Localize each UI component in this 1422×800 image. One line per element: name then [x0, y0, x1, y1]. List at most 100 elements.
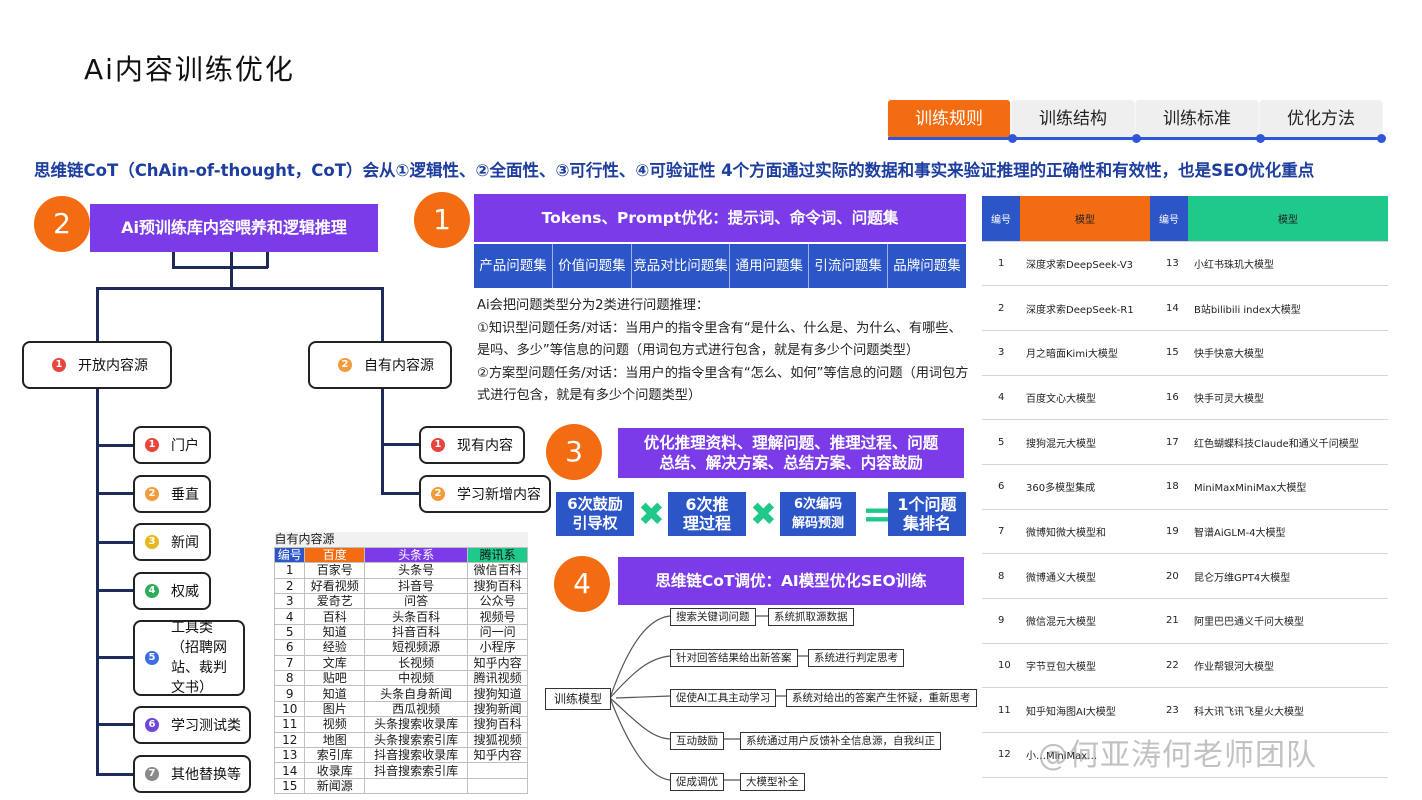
- table-cell: 搜狐视频: [467, 731, 528, 748]
- connector: [172, 266, 268, 269]
- result-fetch-data: 系统抓取源数据: [768, 608, 854, 626]
- banner-line: 总结、解决方案、总结方案、内容鼓励: [659, 454, 923, 472]
- table-cell: 12: [273, 731, 306, 748]
- table-cell: 腾讯视频: [467, 670, 528, 687]
- table-cell: 知乎内容: [467, 654, 528, 672]
- connector: [230, 252, 233, 266]
- branch-active-learning: 促使AI工具主动学习: [670, 689, 777, 707]
- question-set-product: 产品问题集: [474, 244, 553, 288]
- item-label: 学习新增内容: [457, 487, 541, 503]
- item-label: 垂直: [171, 487, 199, 503]
- table-cell: 问一问: [467, 623, 528, 641]
- open-item-vertical: 2 垂直: [133, 475, 211, 513]
- training-model-tree-lines: [609, 615, 808, 781]
- tab-dot: [1132, 134, 1141, 143]
- item-label: 其他替换等: [171, 767, 241, 783]
- tab-training-standard[interactable]: 训练标准: [1136, 100, 1258, 138]
- table-cell: 收录库: [304, 762, 365, 779]
- model-name: 月之暗面Kimi大模型: [1020, 329, 1150, 376]
- table-cell: 头条号: [363, 562, 469, 579]
- model-name: B站bilibili index大模型: [1188, 285, 1388, 331]
- connector: [96, 287, 384, 290]
- formula-line: 6次鼓励: [567, 495, 623, 513]
- connector: [230, 268, 233, 288]
- table-cell: 搜狗新闻: [467, 700, 528, 718]
- section-3-banner: 优化推理资料、理解问题、推理过程、问题 总结、解决方案、总结方案、内容鼓励: [618, 428, 964, 478]
- table-cell: 5: [273, 623, 306, 641]
- model-number: 9: [982, 598, 1020, 644]
- table-cell: 搜狗百科: [467, 577, 528, 595]
- model-name: 作业帮银河大模型: [1188, 642, 1388, 689]
- connector: [96, 388, 99, 776]
- model-number: 8: [982, 553, 1020, 599]
- table-header-cell: 编号: [273, 546, 306, 564]
- table-cell: 13: [273, 746, 306, 764]
- table-cell: 9: [273, 685, 306, 702]
- table-cell: 公众号: [467, 593, 528, 610]
- number-icon: 7: [145, 767, 159, 781]
- number-icon: 2: [145, 487, 159, 501]
- table-cell: 经验: [304, 639, 365, 656]
- header-number: 编号: [982, 196, 1020, 241]
- tab-training-structure[interactable]: 训练结构: [1012, 100, 1134, 138]
- open-item-learning-test: 6 学习测试类: [133, 706, 251, 744]
- question-set-brand: 品牌问题集: [893, 258, 961, 274]
- connector: [96, 723, 134, 726]
- table-cell: 知道: [304, 685, 365, 702]
- page-title: Ai内容训练优化: [84, 53, 295, 86]
- item-label: 学习测试类: [171, 718, 241, 734]
- model-name: 阿里巴巴通义千问大模型: [1188, 598, 1388, 644]
- formula-box-reasoning: 6次推 理过程: [668, 492, 746, 536]
- number-icon: 2: [431, 487, 445, 501]
- table-cell: 视频号: [467, 608, 528, 625]
- tab-optimization-method[interactable]: 优化方法: [1260, 100, 1382, 138]
- model-number: 6: [982, 463, 1020, 510]
- tab-dot: [1256, 134, 1265, 143]
- tab-underline: [888, 134, 1386, 143]
- section-4-badge: 4: [554, 556, 610, 612]
- table-cell: 索引库: [304, 746, 365, 764]
- header-model: 模型: [1188, 196, 1388, 241]
- watermark: @何亚涛何老师团队: [1038, 738, 1317, 773]
- table-cell: 好看视频: [304, 577, 365, 595]
- formula-line: 6次推: [685, 495, 729, 514]
- tab-bar: 训练规则 训练结构 训练标准 优化方法: [888, 100, 1384, 140]
- section-4-banner: 思维链CoT调优：AI模型优化SEO训练: [618, 557, 964, 605]
- section-3-badge: 3: [546, 424, 602, 480]
- formula-box-encourage: 6次鼓励 引导权: [556, 492, 634, 536]
- open-item-portal: 1 门户: [133, 426, 211, 464]
- number-icon: 3: [145, 535, 159, 549]
- section-1-banner: Tokens、Prompt优化：提示词、命令词、问题集: [474, 194, 966, 242]
- open-item-other: 7 其他替换等: [133, 755, 251, 793]
- own-item-existing: 1 现有内容: [419, 426, 525, 464]
- header-model: 模型: [1020, 196, 1150, 241]
- table-cell: 文库: [304, 654, 365, 672]
- question-sets: 产品问题集 价值问题集 竞品对比问题集 通用问题集 引流问题集 品牌问题集: [474, 244, 966, 288]
- tab-training-rules[interactable]: 训练规则: [888, 100, 1010, 138]
- table-header-cell: 腾讯系: [467, 546, 528, 564]
- result-rethink: 系统对给出的答案产生怀疑，重新思考: [786, 689, 977, 707]
- model-number: 12: [982, 732, 1020, 778]
- formula-line: 集排名: [902, 514, 951, 533]
- connector: [96, 444, 134, 447]
- model-number: 19: [1150, 508, 1188, 555]
- table-cell: 中视频: [363, 670, 469, 687]
- table-cell: [363, 777, 469, 795]
- node-own-sources: 2 自有内容源: [308, 341, 452, 389]
- table-cell: 抖音百科: [363, 623, 469, 641]
